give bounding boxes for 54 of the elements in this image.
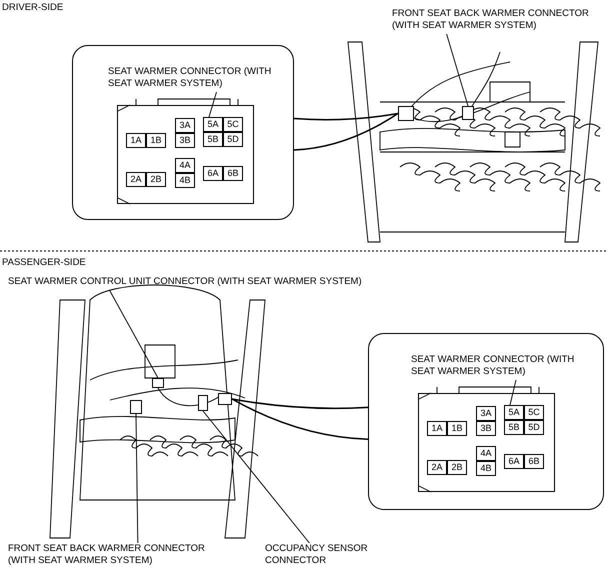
leader-line bbox=[446, 34, 468, 106]
connector-label: OCCUPANCY SENSOR CONNECTOR bbox=[265, 543, 385, 569]
terminal-cell: 1B bbox=[146, 133, 166, 148]
terminal-cell: 4A bbox=[175, 158, 195, 173]
connector-drawing bbox=[198, 395, 208, 411]
terminal-cell: 4A bbox=[476, 446, 496, 461]
terminal-cell: 2B bbox=[447, 460, 467, 475]
callout-pointer bbox=[293, 112, 399, 151]
connector-drawing bbox=[218, 393, 232, 405]
connector-drawing bbox=[462, 106, 474, 120]
leader-line bbox=[510, 380, 516, 406]
leader-line bbox=[108, 290, 158, 378]
callout-box bbox=[72, 45, 294, 220]
terminal-cell: 1A bbox=[427, 421, 447, 436]
terminal-cell: 6B bbox=[223, 166, 243, 181]
connector-label: FRONT SEAT BACK WARMER CONNECTOR (WITH SEAT WARMER SYSTEM) bbox=[392, 8, 602, 34]
connector-drawing bbox=[130, 400, 142, 414]
connector-drawing bbox=[152, 378, 164, 388]
section-heading: DRIVER-SIDE bbox=[2, 2, 64, 14]
terminal-cell: 5C bbox=[524, 405, 544, 420]
terminal-cell: 3B bbox=[476, 421, 496, 436]
terminal-cell: 1A bbox=[126, 133, 146, 148]
callout-pointer bbox=[231, 398, 369, 440]
connector-drawing bbox=[398, 106, 414, 121]
leader-line bbox=[208, 92, 217, 118]
terminal-cell: 2A bbox=[427, 460, 447, 475]
terminal-cell: 1B bbox=[447, 421, 467, 436]
terminal-cell: 5C bbox=[223, 117, 243, 132]
connector-label: FRONT SEAT BACK WARMER CONNECTOR (WITH SEAT WARMER SYSTEM) bbox=[8, 543, 228, 569]
terminal-cell: 4B bbox=[175, 173, 195, 188]
connector-label: SEAT WARMER CONNECTOR (WITH SEAT WARMER SYSTEM) bbox=[108, 66, 283, 92]
connector-face-drawing bbox=[118, 101, 253, 204]
terminal-cell: 5B bbox=[203, 132, 223, 147]
terminal-cell: 3A bbox=[476, 406, 496, 421]
terminal-cell: 5D bbox=[223, 132, 243, 147]
connector-label: SEAT WARMER CONNECTOR (WITH SEAT WARMER SYSTEM) bbox=[411, 354, 586, 380]
connector-label: SEAT WARMER CONTROL UNIT CONNECTOR (WITH SEAT WARMER SYSTEM) bbox=[8, 276, 398, 290]
terminal-cell: 5A bbox=[203, 117, 223, 132]
terminal-cell: 6A bbox=[203, 166, 223, 181]
terminal-cell: 4B bbox=[476, 461, 496, 476]
terminal-cell: 2B bbox=[146, 172, 166, 187]
leader-line bbox=[136, 414, 138, 544]
terminal-cell: 3B bbox=[175, 133, 195, 148]
section-heading: PASSENGER-SIDE bbox=[2, 257, 86, 269]
terminal-cell: 6B bbox=[524, 454, 544, 469]
terminal-cell: 5B bbox=[504, 420, 524, 435]
terminal-cell: 5A bbox=[504, 405, 524, 420]
callout-box bbox=[368, 333, 604, 510]
terminal-cell: 6A bbox=[504, 454, 524, 469]
terminal-cell: 5D bbox=[524, 420, 544, 435]
terminal-cell: 2A bbox=[126, 172, 146, 187]
terminal-cell: 3A bbox=[175, 118, 195, 133]
leader-line bbox=[202, 410, 310, 544]
connector-face-drawing bbox=[419, 389, 554, 492]
